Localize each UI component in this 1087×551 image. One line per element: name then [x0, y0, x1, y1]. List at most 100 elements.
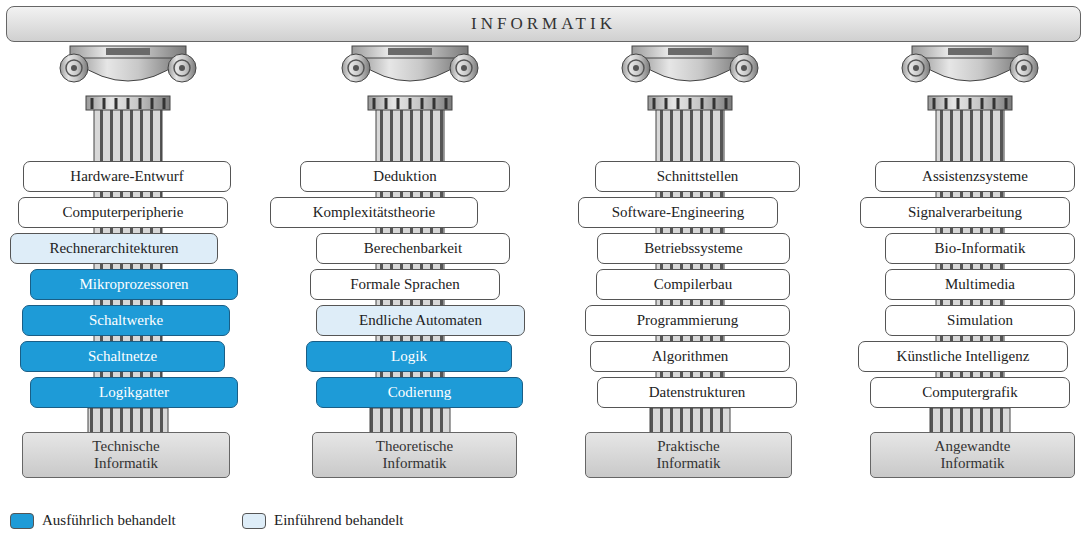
pillar-base-box: Praktische Informatik: [585, 432, 792, 478]
pillar-label: Praktische Informatik: [629, 438, 749, 473]
capital-echinus: [358, 56, 462, 81]
neck-flute: [969, 98, 972, 109]
topic-label: Deduktion: [373, 168, 436, 185]
capital-volute: [168, 54, 196, 82]
detailed-topic-box: Schaltnetze: [20, 341, 225, 372]
topic-label: Komplexitätstheorie: [313, 204, 435, 221]
neck-flute: [409, 98, 412, 109]
neck-flute: [163, 98, 166, 109]
neck-flute: [689, 98, 692, 109]
topic-box: Signalverarbeitung: [860, 197, 1070, 228]
topic-label: Programmierung: [637, 312, 739, 329]
volute-eye: [353, 65, 359, 71]
topic-box: Schnittstellen: [595, 161, 800, 192]
topic-box: Berechenbarkeit: [316, 233, 510, 264]
neck-flute: [127, 98, 130, 109]
title-band: INFORMATIK: [6, 6, 1081, 42]
legend-label: Einführend behandelt: [274, 512, 404, 529]
neck-flute: [945, 98, 948, 109]
capital-volute: [60, 54, 88, 82]
topic-box: Computerperipherie: [18, 197, 228, 228]
legend-swatch: [242, 513, 266, 529]
capital-abacus: [352, 46, 468, 58]
intro-topic-box: Rechnerarchitekturen: [10, 233, 218, 264]
volute-eye: [913, 65, 919, 71]
neck-flute: [957, 98, 960, 109]
pillar-capital: [622, 46, 758, 110]
pillar-capital: [902, 46, 1038, 110]
neck-flute: [421, 98, 424, 109]
volute-spiral: [628, 60, 644, 76]
topic-box: Deduktion: [300, 161, 510, 192]
neck-flute: [933, 98, 936, 109]
volute-eye: [633, 65, 639, 71]
legend-label: Ausführlich behandelt: [42, 512, 176, 529]
abacus-ornament: [106, 48, 150, 55]
abacus-ornament: [668, 48, 712, 55]
neck-flute: [139, 98, 142, 109]
topic-label: Compilerbau: [654, 276, 732, 293]
topic-label: Bio-Informatik: [935, 240, 1026, 257]
pillar-capital: [60, 46, 196, 110]
legend-entry: Ausführlich behandelt: [10, 512, 176, 529]
diagram-title: INFORMATIK: [471, 14, 616, 34]
neck-flute: [445, 98, 448, 109]
neck-flute: [397, 98, 400, 109]
neck-flute: [385, 98, 388, 109]
topic-label: Algorithmen: [652, 348, 729, 365]
abacus-ornament: [948, 48, 992, 55]
neck-flute: [91, 98, 94, 109]
capital-neck: [86, 96, 170, 110]
topic-box: Assistenzsysteme: [875, 161, 1075, 192]
topic-box: Künstliche Intelligenz: [858, 341, 1068, 372]
neck-flute: [115, 98, 118, 109]
pillar-base-shaft: [650, 408, 730, 434]
neck-flute: [725, 98, 728, 109]
topic-box: Software-Engineering: [578, 197, 778, 228]
topic-label: Berechenbarkeit: [364, 240, 462, 257]
detailed-topic-box: Logik: [306, 341, 512, 372]
capital-echinus: [76, 56, 180, 81]
topic-label: Betriebssysteme: [644, 240, 742, 257]
topic-box: Datenstrukturen: [597, 377, 797, 408]
neck-flute: [151, 98, 154, 109]
capital-volute: [622, 54, 650, 82]
topic-box: Programmierung: [585, 305, 790, 336]
capital-echinus: [918, 56, 1022, 81]
capital-volute: [450, 54, 478, 82]
topic-label: Computerperipherie: [63, 204, 184, 221]
legend-entry: Einführend behandelt: [242, 512, 404, 529]
topic-label: Rechnerarchitekturen: [49, 240, 178, 257]
detailed-topic-box: Schaltwerke: [22, 305, 230, 336]
topic-label: Formale Sprachen: [350, 276, 460, 293]
capital-volute: [342, 54, 370, 82]
topic-label: Hardware-Entwurf: [70, 168, 183, 185]
neck-flute: [701, 98, 704, 109]
volute-spiral: [736, 60, 752, 76]
topic-box: Formale Sprachen: [310, 269, 500, 300]
capital-neck: [368, 96, 452, 110]
topic-box: Simulation: [885, 305, 1075, 336]
topic-label: Logikgatter: [99, 384, 169, 401]
topic-label: Assistenzsysteme: [922, 168, 1028, 185]
intro-topic-box: Endliche Automaten: [316, 305, 525, 336]
pillar-label: Technische Informatik: [66, 438, 186, 473]
capital-neck: [648, 96, 732, 110]
pillar-capital: [342, 46, 478, 110]
neck-flute: [713, 98, 716, 109]
volute-eye: [461, 65, 467, 71]
pillar-base-shaft: [370, 408, 450, 434]
capital-abacus: [632, 46, 748, 58]
topic-label: Logik: [391, 348, 427, 365]
topic-label: Codierung: [388, 384, 451, 401]
topic-box: Betriebssysteme: [597, 233, 790, 264]
volute-spiral: [456, 60, 472, 76]
neck-flute: [677, 98, 680, 109]
pillar-base-box: Technische Informatik: [22, 432, 230, 478]
capital-volute: [730, 54, 758, 82]
topic-label: Schnittstellen: [657, 168, 739, 185]
neck-flute: [653, 98, 656, 109]
pillar-base-box: Theoretische Informatik: [312, 432, 517, 478]
capital-volute: [1010, 54, 1038, 82]
neck-flute: [373, 98, 376, 109]
